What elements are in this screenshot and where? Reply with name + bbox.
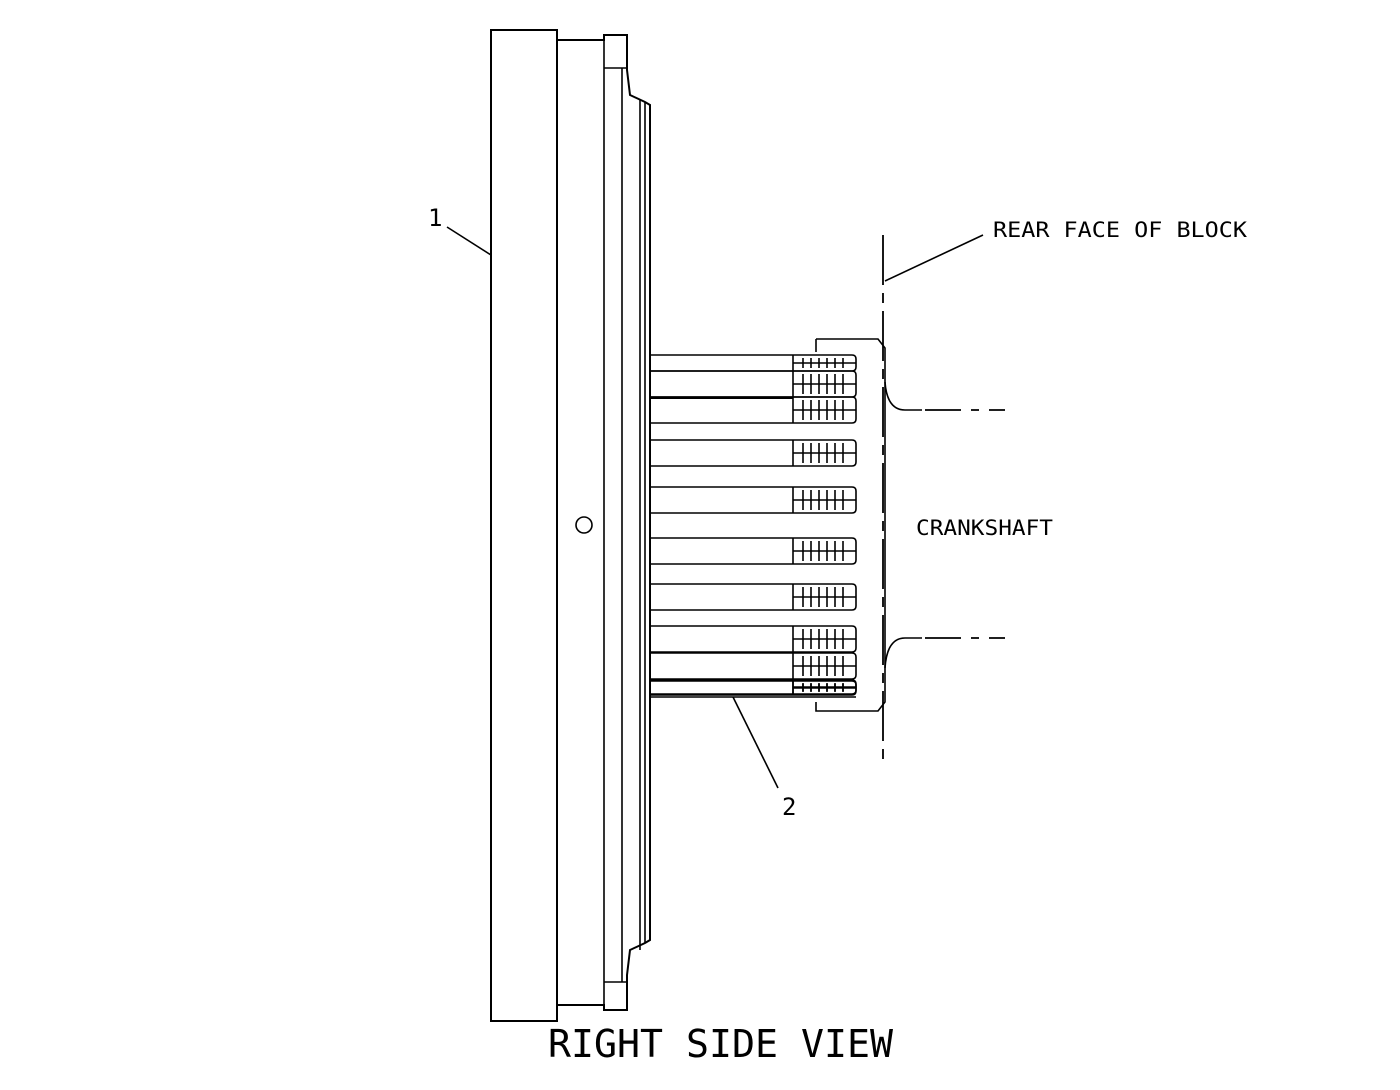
bolt — [650, 680, 857, 696]
callout-1: 1 — [428, 204, 442, 232]
flywheel-hub-section — [557, 34, 651, 1011]
leader-callout-2 — [732, 696, 779, 789]
callout-2: 2 — [782, 793, 796, 821]
flywheel-part-1 — [490, 29, 651, 1022]
leader-callout-1 — [446, 226, 492, 256]
view-title: RIGHT SIDE VIEW — [548, 1022, 893, 1066]
rear-face-label: REAR FACE OF BLOCK — [993, 218, 1247, 242]
bolt-group-part-2 — [650, 354, 857, 698]
bolt — [650, 652, 857, 680]
bolt — [650, 625, 857, 653]
flywheel-outer-rim — [490, 29, 558, 1022]
bolt — [650, 439, 857, 467]
bolt — [650, 537, 857, 565]
bolt — [650, 396, 857, 424]
crankshaft-label: CRANKSHAFT — [916, 516, 1053, 540]
crankshaft-flange — [815, 338, 1005, 712]
crankshaft-flange-outline — [815, 338, 886, 712]
bolt — [650, 370, 857, 398]
bolt — [650, 679, 857, 695]
crankshaft-upper-edge — [884, 381, 922, 411]
bolt — [650, 486, 857, 514]
crankshaft-lower-edge — [884, 637, 922, 669]
bolt — [650, 354, 857, 372]
flywheel-dowel-hole — [575, 516, 593, 534]
leader-rear-face — [884, 234, 984, 282]
bolt — [650, 583, 857, 611]
